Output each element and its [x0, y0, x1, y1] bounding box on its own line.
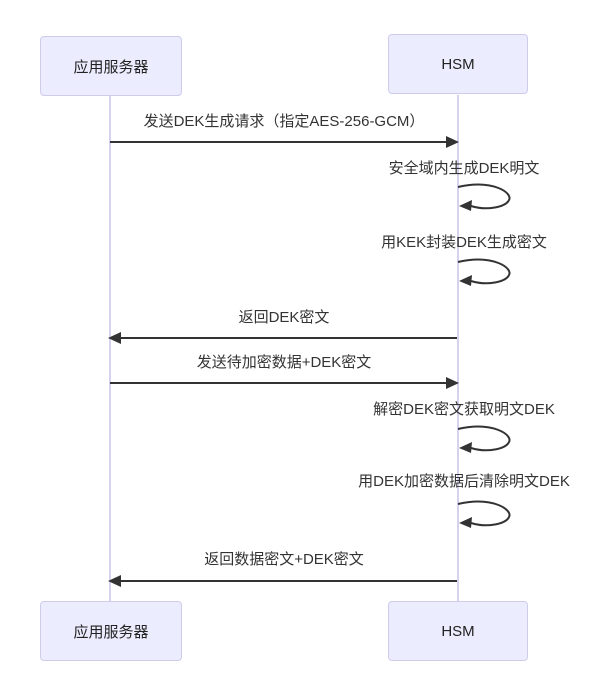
- arrowhead-right-icon: [446, 136, 459, 148]
- participant-app-server-bottom-label: 应用服务器: [73, 623, 149, 641]
- message-label-decrypt-dek: 解密DEK密文获取明文DEK: [373, 401, 555, 418]
- participant-app-server-top-label: 应用服务器: [73, 58, 149, 76]
- participant-hsm-bottom-label: HSM: [441, 622, 475, 640]
- arrowhead-right-icon: [446, 377, 459, 389]
- self-loop-arrow: [457, 425, 511, 453]
- message-label-encrypt-data: 用DEK加密数据后清除明文DEK: [358, 473, 570, 490]
- lifeline-hsm: [457, 95, 459, 602]
- lifeline-app-server: [109, 95, 111, 602]
- message-label-send-data: 发送待加密数据+DEK密文: [196, 354, 372, 371]
- message-arrow-return-ciphertext: [108, 575, 457, 587]
- participant-hsm-top-label: HSM: [441, 55, 475, 73]
- message-label-return-ciphertext: 返回数据密文+DEK密文: [204, 551, 364, 568]
- arrowhead-left-icon: [108, 575, 121, 587]
- self-loop-arrow: [457, 500, 511, 528]
- participant-hsm-top: HSM: [388, 34, 528, 94]
- message-arrow-return-dek: [108, 332, 457, 344]
- participant-app-server-top: 应用服务器: [40, 36, 182, 96]
- message-arrow-dek-request: [110, 136, 459, 148]
- message-label-wrap-dek: 用KEK封装DEK生成密文: [381, 234, 547, 251]
- participant-hsm-bottom: HSM: [388, 601, 528, 661]
- message-arrow-send-data: [110, 377, 459, 389]
- self-loop-arrow: [457, 258, 511, 286]
- message-label-dek-request: 发送DEK生成请求（指定AES-256-GCM）: [143, 113, 425, 130]
- message-label-generate-dek: 安全域内生成DEK明文: [388, 160, 540, 177]
- message-label-return-dek: 返回DEK密文: [238, 309, 330, 326]
- arrowhead-left-icon: [108, 332, 121, 344]
- participant-app-server-bottom: 应用服务器: [40, 601, 182, 661]
- self-loop-arrow: [457, 183, 511, 211]
